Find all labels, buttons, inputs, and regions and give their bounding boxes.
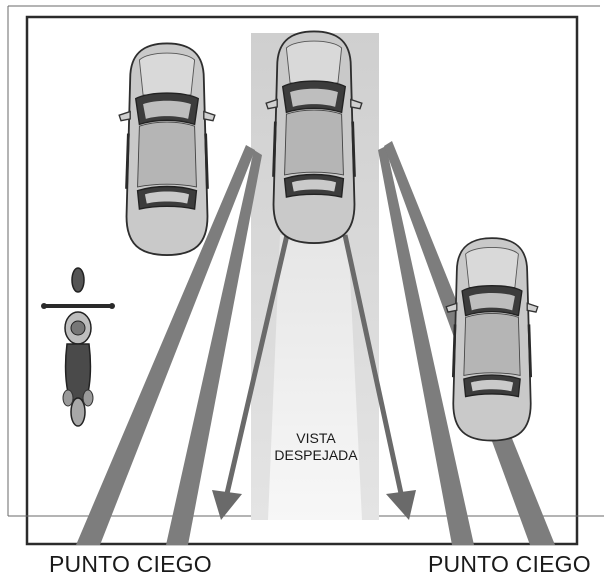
frame-border bbox=[25, 15, 579, 546]
beam-right-inner bbox=[378, 146, 474, 545]
blind-spot-label-right: PUNTO CIEGO bbox=[428, 551, 591, 577]
blind-spot-label-left: PUNTO CIEGO bbox=[49, 551, 212, 577]
arrow-left-head bbox=[212, 490, 242, 520]
car-center bbox=[264, 30, 364, 245]
beam-left-inner bbox=[166, 150, 262, 545]
arrow-left-shaft bbox=[223, 234, 290, 499]
beam-left-outer bbox=[76, 145, 255, 545]
clear-view-label-line2: DESPEJADA bbox=[274, 447, 358, 463]
arrow-right-shaft bbox=[342, 234, 405, 499]
motorcycle bbox=[41, 267, 115, 427]
car-right bbox=[444, 236, 540, 442]
car-left bbox=[117, 42, 217, 257]
clear-view-cone bbox=[268, 235, 362, 520]
clear-view-label-line1: VISTA bbox=[296, 430, 336, 446]
clear-view-label: VISTA DESPEJADA bbox=[252, 430, 380, 464]
arrow-right-head bbox=[386, 490, 416, 520]
